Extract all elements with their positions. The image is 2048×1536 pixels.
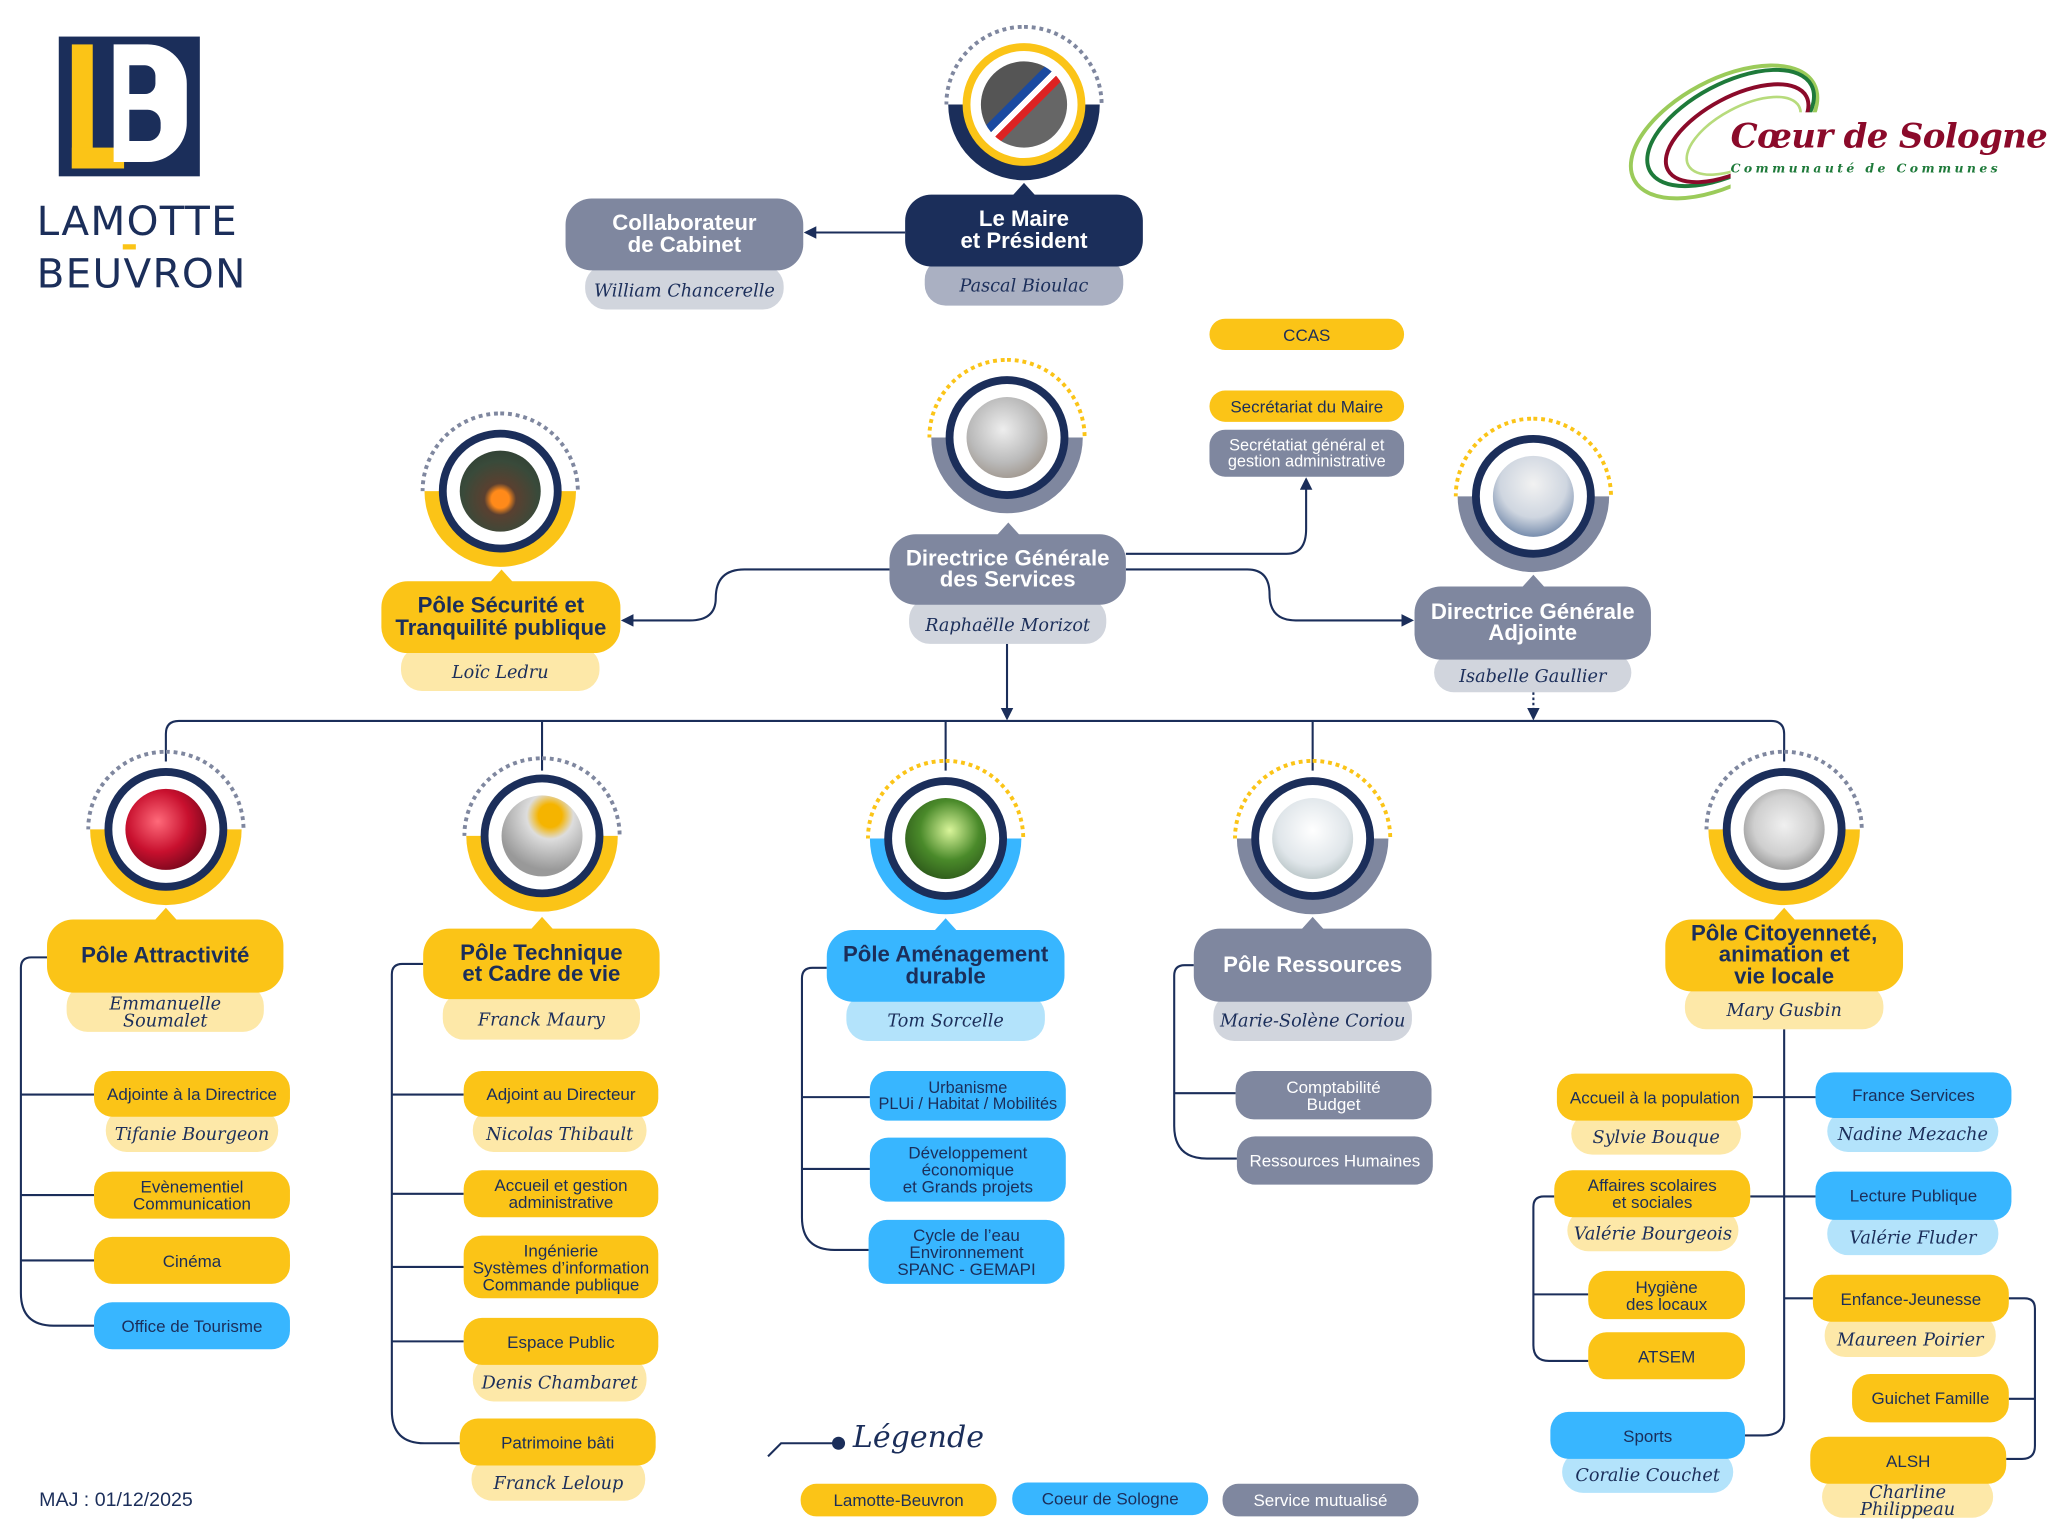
lamotte-beuvron-logo	[58, 36, 200, 177]
service-box[interactable]: Urbanisme PLUi / Habitat / Mobilités	[869, 1071, 1066, 1121]
technique-photo-medal	[462, 756, 622, 912]
service-box[interactable]: Accueil à la population	[1556, 1073, 1753, 1121]
service-box[interactable]: Office de Tourisme	[94, 1302, 290, 1350]
service-box[interactable]: Sports	[1550, 1411, 1745, 1459]
maire-photo-medal	[944, 24, 1104, 181]
connector-dgs-securite	[620, 568, 890, 627]
service-box[interactable]: Accueil et gestion administrative	[463, 1170, 659, 1218]
amenagement-photo	[905, 798, 987, 880]
dga-title[interactable]: Directrice Générale Adjointe	[1414, 574, 1651, 660]
legend-line	[767, 1442, 836, 1458]
service-box[interactable]: Comptabilité Budget	[1235, 1071, 1432, 1120]
logo-dash	[122, 244, 136, 250]
connector-bus	[164, 719, 1786, 762]
pole-amenagement-title[interactable]: Pôle Aménagement durable	[826, 918, 1065, 1002]
cabinet-name: William Chancerelle	[585, 265, 784, 310]
coeur-de-sologne-title: Cœur de Sologne	[1730, 117, 2048, 157]
dga-name: Isabelle Gaullier	[1434, 653, 1632, 693]
bracket-citoyennete	[1744, 1029, 1816, 1437]
securite-photo-medal	[420, 411, 580, 567]
dgs-name: Raphaëlle Morizot	[909, 598, 1107, 644]
pole-technique-title[interactable]: Pôle Technique et Cadre de vie	[423, 916, 660, 1000]
service-box[interactable]: Evènementiel Communication	[94, 1171, 290, 1219]
logo-text-line1: LAMOTTE	[36, 198, 239, 246]
securite-photo	[459, 450, 541, 532]
service-box[interactable]: ATSEM	[1588, 1332, 1745, 1380]
pole-citoyennete-title[interactable]: Pôle Citoyenneté, animation et vie local…	[1665, 907, 1904, 992]
logo-text-line2: BEUVRON	[36, 250, 247, 298]
service-box[interactable]: Enfance-Jeunesse	[1812, 1274, 2009, 1322]
amenagement-photo-medal	[865, 758, 1026, 915]
service-box[interactable]: Hygiène des locaux	[1588, 1270, 1745, 1320]
dgs-title[interactable]: Directrice Générale des Services	[889, 522, 1126, 605]
dga-photo	[1492, 455, 1574, 537]
service-box[interactable]: Ingénierie Systèmes d’information Comman…	[463, 1235, 659, 1299]
update-date: MAJ : 01/12/2025	[39, 1488, 193, 1512]
service-box[interactable]: ALSH	[1810, 1436, 2007, 1484]
cabinet-title[interactable]: Collaborateur de Cabinet	[565, 198, 804, 271]
pole-citoyennete-name: Mary Gusbin	[1684, 984, 1884, 1030]
dgs-photo	[966, 397, 1048, 479]
legend-lamotte-beuvron: Lamotte-Beuvron	[800, 1483, 997, 1517]
citoyennete-photo-medal	[1704, 749, 1864, 906]
legend-dot	[831, 1436, 846, 1450]
attractivite-photo-medal	[86, 749, 246, 906]
service-box[interactable]: Développement économique et Grands proje…	[869, 1137, 1066, 1202]
service-box[interactable]: Cinéma	[94, 1236, 290, 1284]
technique-photo	[501, 795, 583, 877]
maire-photo	[980, 61, 1068, 148]
bracket-amenagement	[800, 966, 870, 1252]
coeur-de-sologne-subtitle: Communauté de Communes	[1730, 161, 2002, 177]
service-box[interactable]: Adjointe à la Directrice	[94, 1071, 290, 1117]
legend-service-mutualise: Service mutualisé	[1222, 1483, 1419, 1517]
service-box[interactable]: France Services	[1815, 1072, 2012, 1119]
secretariat-maire-box[interactable]: Secrétariat du Maire	[1209, 390, 1405, 422]
citoyennete-photo	[1743, 788, 1825, 870]
service-box[interactable]: Affaires scolaires et sociales	[1554, 1170, 1751, 1218]
bracket-attractivite	[19, 956, 95, 1327]
pole-ressources-title[interactable]: Pôle Ressources	[1193, 916, 1432, 1002]
dga-photo-medal	[1453, 416, 1614, 573]
pole-attractivite-title[interactable]: Pôle Attractivité	[47, 907, 284, 993]
service-box[interactable]: Guichet Famille	[1852, 1374, 2009, 1423]
ccas-box[interactable]: CCAS	[1209, 318, 1405, 351]
service-box[interactable]: Espace Public	[463, 1317, 659, 1365]
secretariat-general-box[interactable]: Secrétatiat général et gestion administr…	[1209, 429, 1405, 477]
legend-coeur-de-sologne: Coeur de Sologne	[1012, 1482, 1209, 1516]
connector-dgs-secretariat	[1125, 477, 1313, 555]
service-box[interactable]: Adjoint au Directeur	[463, 1071, 659, 1117]
connector-dgs-dga	[1125, 568, 1415, 627]
ressources-photo	[1272, 798, 1354, 880]
legend-title: Légende	[852, 1421, 984, 1456]
attractivite-photo	[125, 788, 207, 870]
service-box[interactable]: Ressources Humaines	[1236, 1136, 1433, 1185]
securite-name: Loïc Ledru	[400, 646, 600, 691]
ressources-photo-medal	[1232, 758, 1393, 915]
service-box[interactable]: Lecture Publique	[1815, 1171, 2012, 1220]
coeur-de-sologne-swirl-logo	[1628, 63, 1842, 201]
securite-title[interactable]: Pôle Sécurité et Tranquilité publique	[381, 569, 621, 654]
bracket-ressources	[1173, 964, 1237, 1160]
service-box[interactable]: Cycle de l’eau Environnement SPANC - GEM…	[868, 1219, 1065, 1284]
pole-technique-name: Franck Maury	[442, 992, 640, 1040]
dgs-photo-medal	[927, 357, 1087, 514]
service-box[interactable]: Patrimoine bâti	[459, 1418, 656, 1466]
maire-title[interactable]: Le Maire et Président	[905, 182, 1143, 267]
bracket-technique	[390, 962, 464, 1445]
